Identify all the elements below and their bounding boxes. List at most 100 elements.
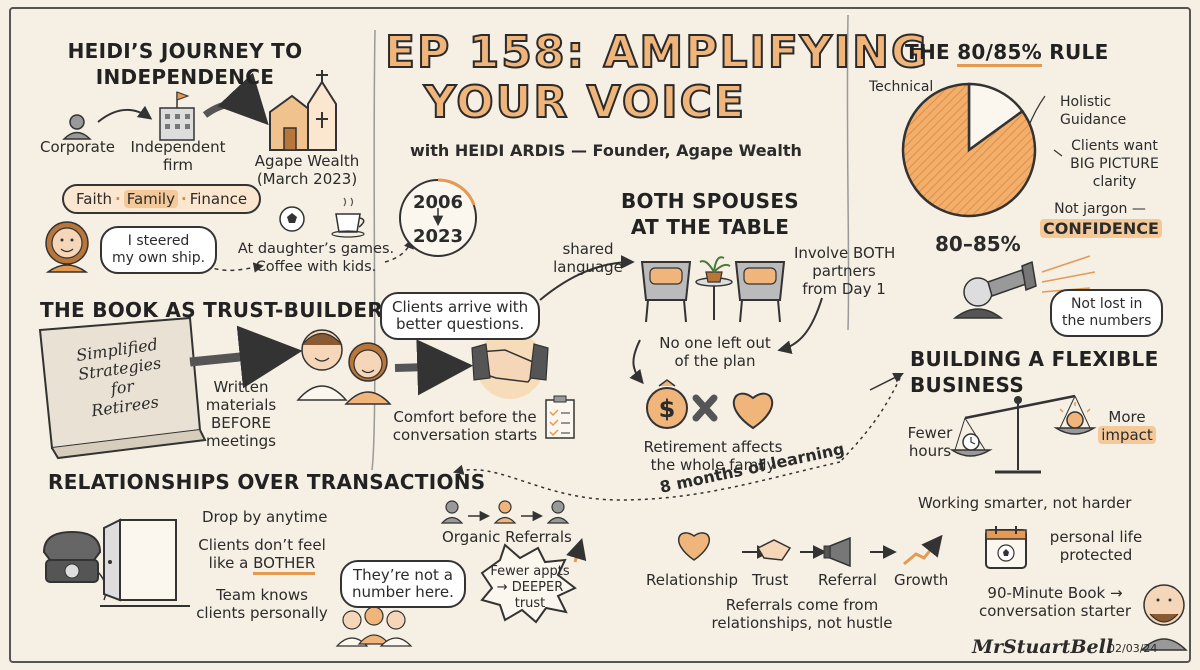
funnel-step-growth: Growth [894, 571, 949, 589]
confidence-label: CONFIDENCE [1040, 219, 1162, 238]
phone-icon [42, 530, 107, 601]
sun-icon [1059, 402, 1091, 429]
money-bag-icon [646, 379, 688, 429]
journey-arrow [97, 105, 153, 123]
leader-line [1053, 149, 1063, 157]
corporate-label: Corporate [40, 138, 115, 156]
person-icon [62, 114, 92, 140]
dotted-arrow [199, 261, 265, 273]
referral-chain-icon [440, 500, 570, 524]
balance-scale-icon [949, 394, 1097, 474]
learning-arrow [869, 373, 904, 391]
telescope-person-icon [952, 260, 1037, 319]
agape-label: Agape Wealth(March 2023) [254, 152, 360, 188]
funnel-step-relationship: Relationship [646, 571, 739, 589]
divider-line [846, 14, 850, 331]
book-arrow [394, 339, 474, 396]
pie-slice-technical [967, 82, 1025, 153]
divider-line [371, 29, 376, 471]
book-heading: THE BOOK AS TRUST-BUILDER [40, 298, 384, 322]
plan-arrow [629, 339, 644, 385]
book-arrow [189, 325, 303, 389]
daughters-games-label: At daughter’s games.Coffee with kids. [237, 241, 395, 275]
rule-heading: THE 80/85% RULE [905, 40, 1109, 67]
subtitle: with HEIDI ARDIS — Founder, Agape Wealth [410, 141, 802, 160]
checklist-icon [545, 395, 575, 439]
handshake-icon [471, 331, 549, 399]
organic-referrals-label: Organic Referrals [442, 528, 572, 546]
not-jargon-label: Not jargon — [1054, 201, 1146, 217]
open-door-icon [100, 518, 190, 607]
heidi-avatar [45, 221, 89, 273]
technical-label: Technical [869, 79, 934, 95]
office-building-icon [159, 91, 195, 141]
clock-icon [962, 433, 980, 451]
soccer-ball-icon [279, 206, 305, 232]
values-pill: Faith·Family·Finance [62, 184, 262, 214]
starburst [480, 543, 577, 624]
book-icon [38, 316, 207, 460]
title-line-2: YOUR VOICE [423, 77, 747, 129]
signature-name: MrStuartBell [972, 636, 1114, 658]
couple-icon [296, 329, 392, 405]
title-line-1: EP 158: AMPLIFYING [384, 27, 930, 79]
megaphone-icon [823, 536, 851, 568]
calendar-icon [985, 526, 1027, 569]
journey-arrow [202, 72, 269, 126]
percent-label: 80–85% [935, 232, 1021, 256]
chairs-table-icon [640, 256, 786, 323]
bald-avatar [1140, 584, 1188, 651]
funnel-step-trust: Trust [752, 571, 789, 589]
three-people-icon [335, 606, 413, 647]
funnel-heart-icon [677, 532, 711, 561]
ninety-minute-book-label: 90-Minute Book →conversation starter [978, 584, 1132, 620]
learning-path [839, 377, 901, 463]
working-smarter-label: Working smarter, not harder [918, 494, 1132, 512]
drop-by-label: Drop by anytime [202, 508, 328, 526]
year-circle [399, 178, 477, 257]
heart-icon [732, 392, 774, 430]
signature-date: 02/03/24 [1108, 642, 1158, 655]
vision-rays [1041, 255, 1096, 293]
shared-language-arrow [539, 255, 635, 301]
pie-slice-holistic-guidance [901, 82, 1037, 218]
funnel-handshake-icon [756, 539, 792, 561]
growth-arrow-icon [903, 534, 943, 566]
funnel-step-referral: Referral [818, 571, 877, 589]
agape-house-church-icon [269, 70, 337, 151]
relationships-heading: RELATIONSHIPS OVER TRANSACTIONS [48, 470, 486, 494]
coffee-cup-icon [331, 197, 365, 238]
involve-arrow [777, 297, 823, 355]
dollar-sign-icon: $ [658, 395, 676, 423]
pie-chart [901, 82, 1037, 218]
up-arrow [566, 537, 587, 563]
year-to: 2023 [412, 226, 464, 247]
times-icon [692, 394, 718, 422]
year-from: 2006 [412, 192, 464, 213]
